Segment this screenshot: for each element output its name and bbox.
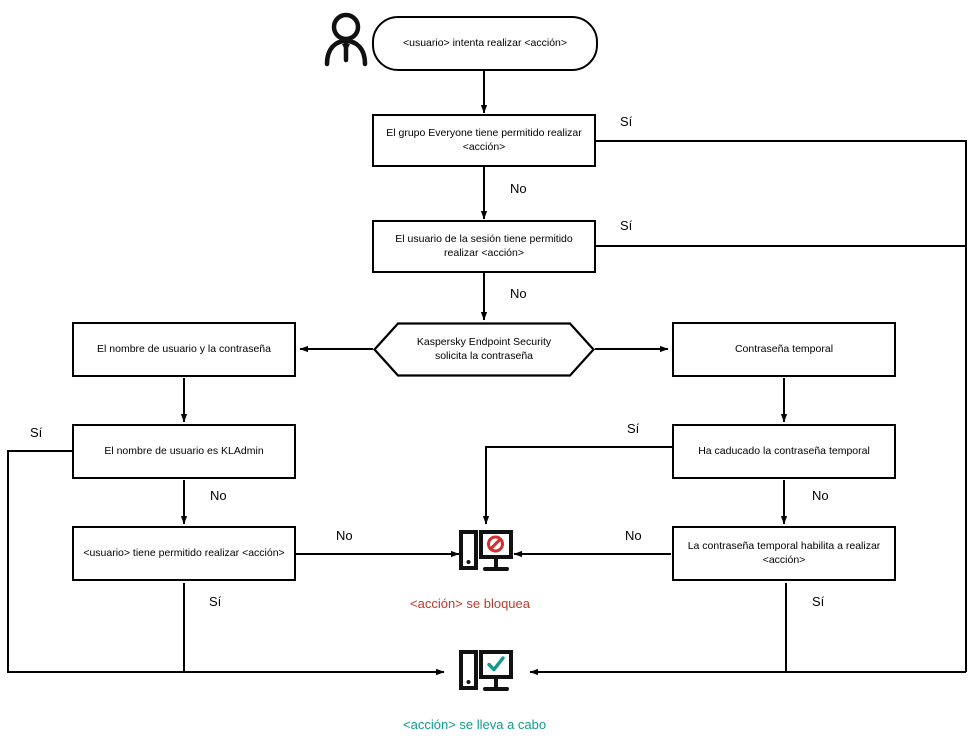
node-kes-password-prompt[interactable]: Kaspersky Endpoint Security solicita la …: [373, 322, 595, 377]
node-username-is-kladmin[interactable]: El nombre de usuario es KLAdmin: [72, 424, 296, 479]
node-session-user-allowed-label: El usuario de la sesión tiene permitido …: [395, 233, 573, 259]
edge-temp-enables-yes: [529, 583, 787, 676]
terminal-allowed-label: <acción> se lleva a cabo: [403, 717, 547, 732]
node-kes-password-prompt-label: Kaspersky Endpoint Security solicita la …: [416, 336, 552, 362]
node-start-label: <usuario> intenta realizar <acción>: [402, 36, 568, 49]
monitor-check-icon: [458, 647, 514, 699]
edge-everyone-yes: [596, 140, 967, 672]
node-username-and-password[interactable]: El nombre de usuario y la contraseña: [72, 322, 296, 377]
node-session-user-allowed[interactable]: El usuario de la sesión tiene permitido …: [372, 220, 596, 273]
node-everyone-allowed[interactable]: El grupo Everyone tiene permitido realiz…: [372, 114, 596, 167]
edge-label-temp-enables-yes: Sí: [812, 594, 825, 609]
edge-label-everyone-yes: Sí: [620, 114, 633, 129]
terminal-blocked-label: <acción> se bloquea: [410, 596, 530, 611]
node-username-and-password-label: El nombre de usuario y la contraseña: [97, 342, 271, 355]
edge-label-temp-enables-no: No: [625, 528, 642, 543]
edge-user-allowed-yes: [183, 583, 445, 676]
edge-label-temp-expired-no: No: [812, 488, 829, 503]
node-username-is-kladmin-label: El nombre de usuario es KLAdmin: [104, 444, 264, 457]
node-temporary-password-expired-label: Ha caducado la contraseña temporal: [698, 444, 870, 457]
edge-label-user-allowed-yes: Sí: [209, 594, 222, 609]
edge-label-session-yes: Sí: [620, 218, 633, 233]
node-temporary-password[interactable]: Contraseña temporal: [672, 322, 896, 377]
node-temporary-password-enables-action-label: La contraseña temporal habilita a realiz…: [687, 540, 881, 566]
node-user-allowed-action[interactable]: <usuario> tiene permitido realizar <acci…: [72, 526, 296, 581]
edge-label-kladmin-yes: Sí: [30, 425, 43, 440]
edge-label-session-no: No: [510, 286, 527, 301]
edge-label-everyone-no: No: [510, 181, 527, 196]
node-temporary-password-label: Contraseña temporal: [734, 342, 834, 355]
edge-label-kladmin-no: No: [210, 488, 227, 503]
monitor-blocked-icon: [458, 527, 514, 579]
user-icon: [324, 12, 368, 68]
node-temporary-password-enables-action[interactable]: La contraseña temporal habilita a realiz…: [672, 526, 896, 581]
node-user-allowed-action-label: <usuario> tiene permitido realizar <acci…: [83, 546, 285, 559]
node-everyone-allowed-label: El grupo Everyone tiene permitido realiz…: [386, 127, 582, 153]
node-start[interactable]: <usuario> intenta realizar <acción>: [372, 16, 598, 71]
edge-label-user-allowed-no: No: [336, 528, 353, 543]
edge-label-temp-expired-yes: Sí: [627, 421, 640, 436]
node-temporary-password-expired[interactable]: Ha caducado la contraseña temporal: [672, 424, 896, 479]
edge-expired-yes: [482, 446, 672, 525]
